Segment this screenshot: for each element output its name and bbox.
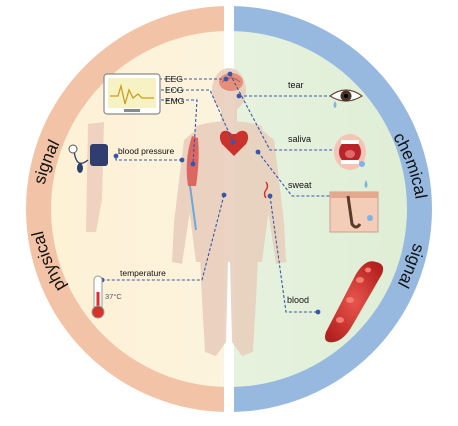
blood-label: blood <box>287 295 309 305</box>
ecg-label: ECG <box>165 85 183 95</box>
arm-vein-icon <box>189 185 197 231</box>
eeg-label: EEG <box>165 74 183 84</box>
temperature-label: temperature <box>120 268 166 278</box>
left-ring <box>26 6 229 412</box>
emg-label: EMG <box>165 96 184 106</box>
eye-icon <box>328 89 364 108</box>
thermometer-icon <box>91 275 105 319</box>
connectors <box>102 73 338 313</box>
tear-label: tear <box>288 80 304 90</box>
thermometer-reading: 37°C <box>105 292 122 301</box>
blood-pressure-label: blood pressure <box>118 146 175 156</box>
monitor-icon <box>103 73 161 115</box>
saliva-label: saliva <box>288 134 311 144</box>
blood-vessel-icon <box>325 261 384 343</box>
sweat-label: sweat <box>288 180 312 190</box>
skin-sweat-icon <box>329 180 379 233</box>
blood-pressure-cuff-icon <box>68 122 108 232</box>
mouth-icon <box>334 134 366 170</box>
sweat-gland-icon <box>263 181 269 199</box>
